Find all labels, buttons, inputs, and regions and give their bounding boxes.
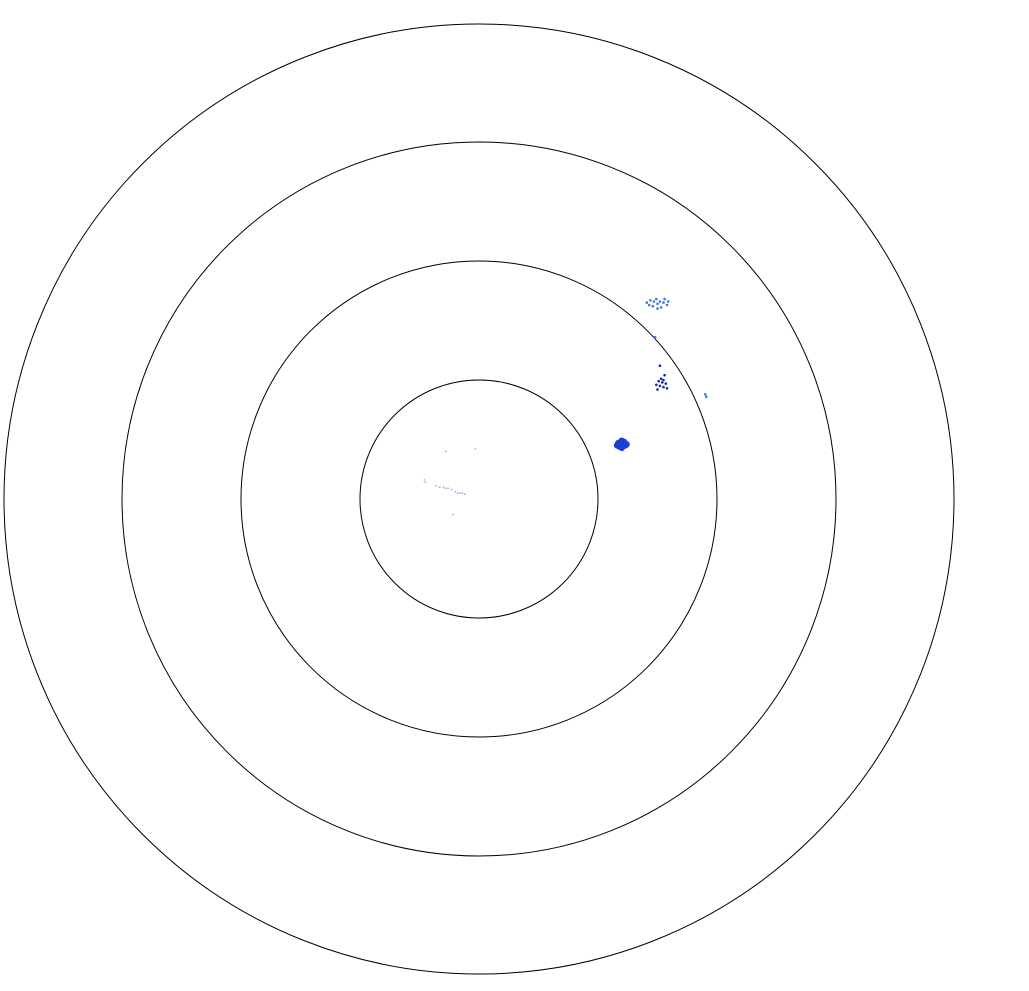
blip-cluster-center-trail xyxy=(423,448,477,516)
radar-blip xyxy=(705,395,708,399)
radar-blip xyxy=(459,492,461,494)
radar-blip xyxy=(474,448,477,450)
radar-blip xyxy=(645,301,649,304)
blip-cluster-isolated xyxy=(653,335,708,399)
radar-blip xyxy=(435,485,438,487)
radar-blip xyxy=(656,388,659,391)
radar-blip xyxy=(618,437,625,444)
radar-blip xyxy=(424,481,427,484)
radar-blip xyxy=(423,479,426,481)
radar-blip xyxy=(442,486,445,488)
radar-blip xyxy=(662,301,665,304)
radar-blip xyxy=(663,373,666,377)
range-ring-2 xyxy=(240,260,718,738)
radar-returns xyxy=(423,297,708,516)
radar-blip xyxy=(613,442,621,449)
radar-blip xyxy=(463,493,466,496)
radar-blip xyxy=(656,307,659,310)
radar-blip xyxy=(664,382,668,385)
radar-blip xyxy=(444,487,447,490)
radar-blip xyxy=(659,377,663,381)
radar-blip xyxy=(456,492,459,494)
radar-blip xyxy=(649,299,652,302)
radar-blip xyxy=(451,513,454,516)
radar-blip xyxy=(658,364,662,368)
radar-blip xyxy=(665,387,669,390)
radar-blip xyxy=(663,297,666,301)
radar-blip xyxy=(652,300,656,303)
radar-blip xyxy=(655,297,658,301)
radar-blip xyxy=(662,378,665,382)
radar-blip xyxy=(623,441,630,448)
radar-blip xyxy=(450,488,453,491)
radar-blip xyxy=(651,304,654,308)
radar-blip xyxy=(447,487,449,490)
radar-blip xyxy=(703,393,707,396)
radar-blip xyxy=(454,491,457,493)
radar-blip xyxy=(655,383,658,387)
radar-blip xyxy=(658,300,662,303)
radar-blip xyxy=(666,300,670,303)
radar-blip xyxy=(658,384,662,388)
radar-blip xyxy=(653,335,657,339)
radar-blip xyxy=(665,303,669,307)
blip-cluster-mid-scatter xyxy=(655,364,669,391)
range-ring-1 xyxy=(359,379,599,619)
radar-blip xyxy=(662,385,665,389)
radar-blip xyxy=(659,306,663,309)
radar-blip xyxy=(647,303,651,307)
radar-blip xyxy=(657,379,660,383)
radar-blip xyxy=(438,486,441,488)
blip-cluster-upper-scatter xyxy=(645,297,670,310)
range-ring-3 xyxy=(121,141,837,857)
blip-cluster-strong-blip xyxy=(613,437,630,451)
radar-blip xyxy=(444,450,447,453)
radar-blip xyxy=(661,381,664,384)
radar-blip xyxy=(461,492,464,494)
range-ring-4 xyxy=(3,23,955,975)
range-rings xyxy=(3,23,955,975)
radar-blip xyxy=(656,302,659,306)
